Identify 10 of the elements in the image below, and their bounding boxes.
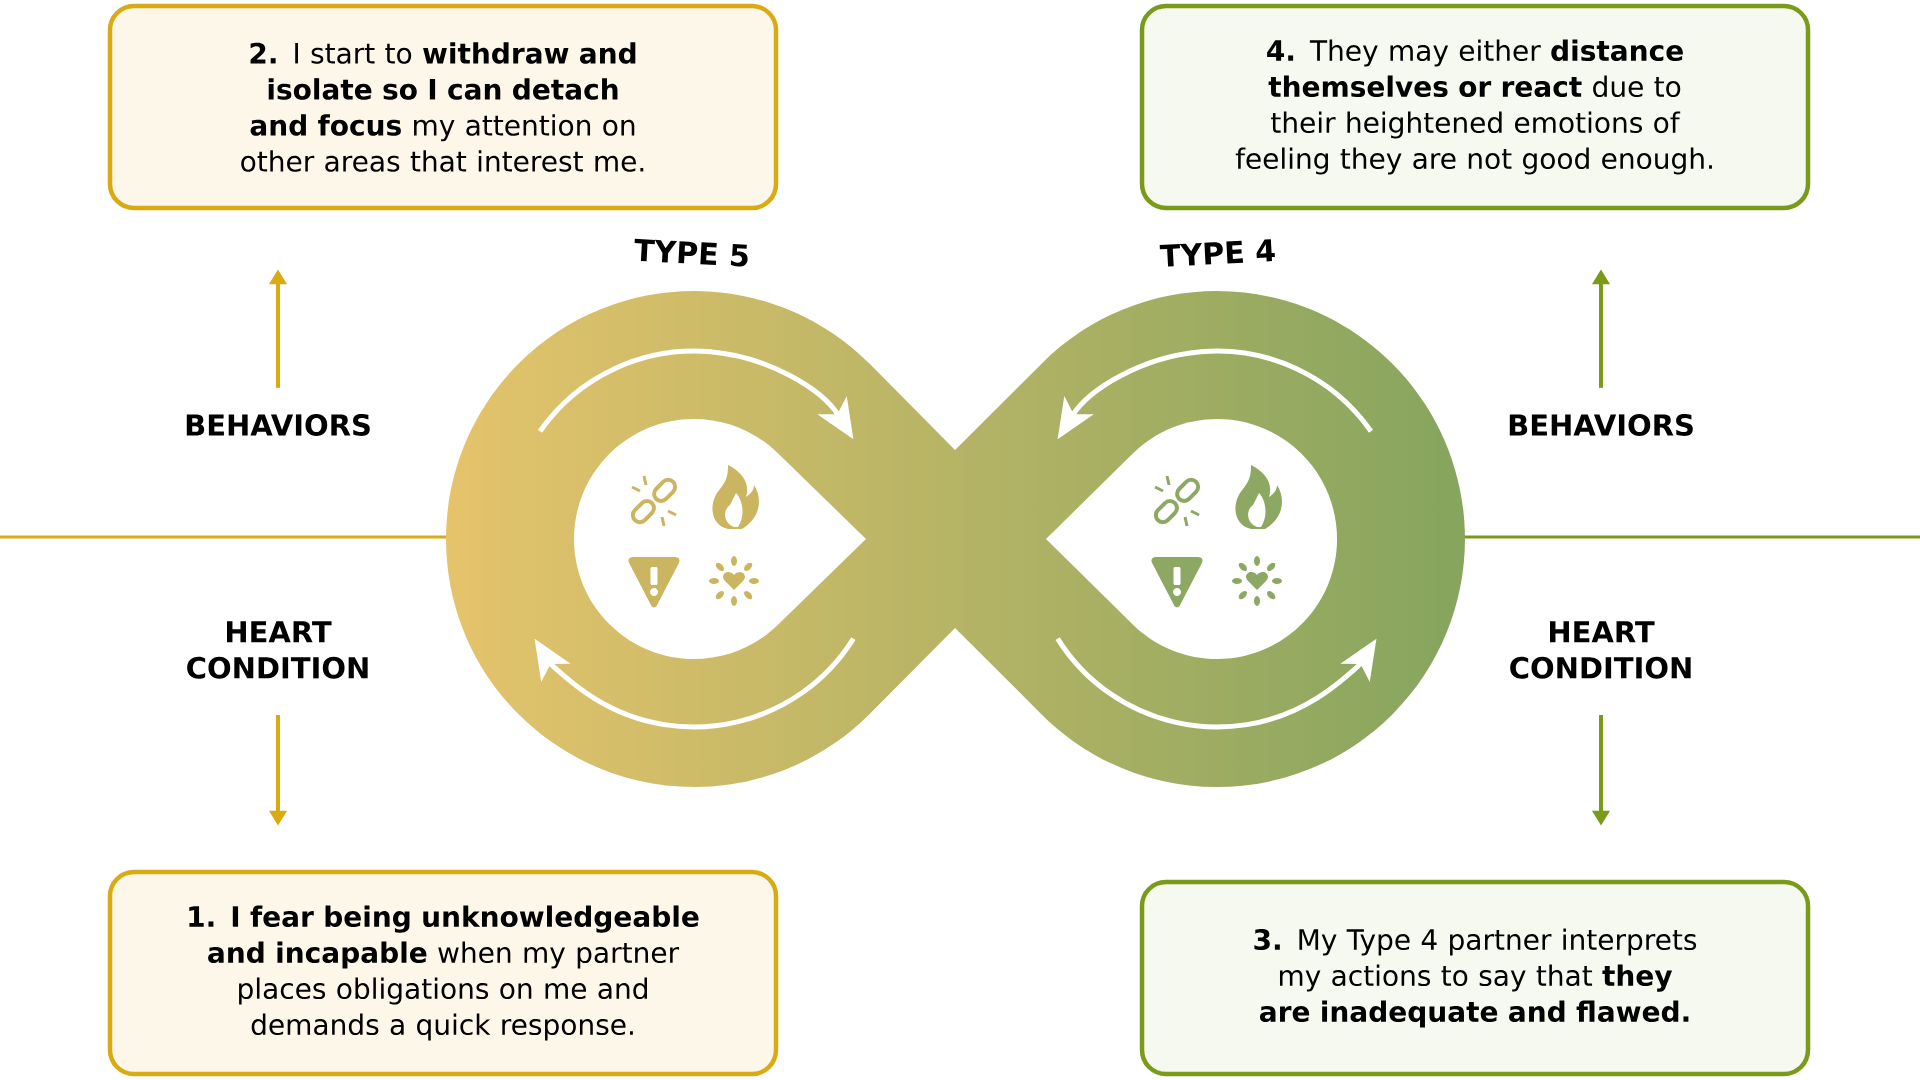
text-box: 1. I fear being unknowledgeable and incapable when my partner places obligations on me and demands a quick response. (107, 869, 779, 1077)
axis-label: BEHAVIORS (1509, 414, 1693, 436)
axis-label: BEHAVIORS (186, 414, 370, 436)
axis-label: HEART CONDITION (187, 621, 368, 679)
text-box: 4. They may either distance themselves or react due to their heightened emotions of feeling they are not good enough. (1139, 3, 1811, 211)
text-box: 3. My Type 4 partner interprets my actions to say that they are inadequate and flawed. (1139, 879, 1811, 1077)
text-box: 2. I start to withdraw and isolate so I can detach and focus my attention on other areas that interest me. (107, 3, 779, 211)
type-heading: TYPE 4 (1159, 239, 1275, 267)
type-heading: TYPE 5 (634, 238, 748, 267)
axis-label: HEART CONDITION (1510, 621, 1691, 679)
